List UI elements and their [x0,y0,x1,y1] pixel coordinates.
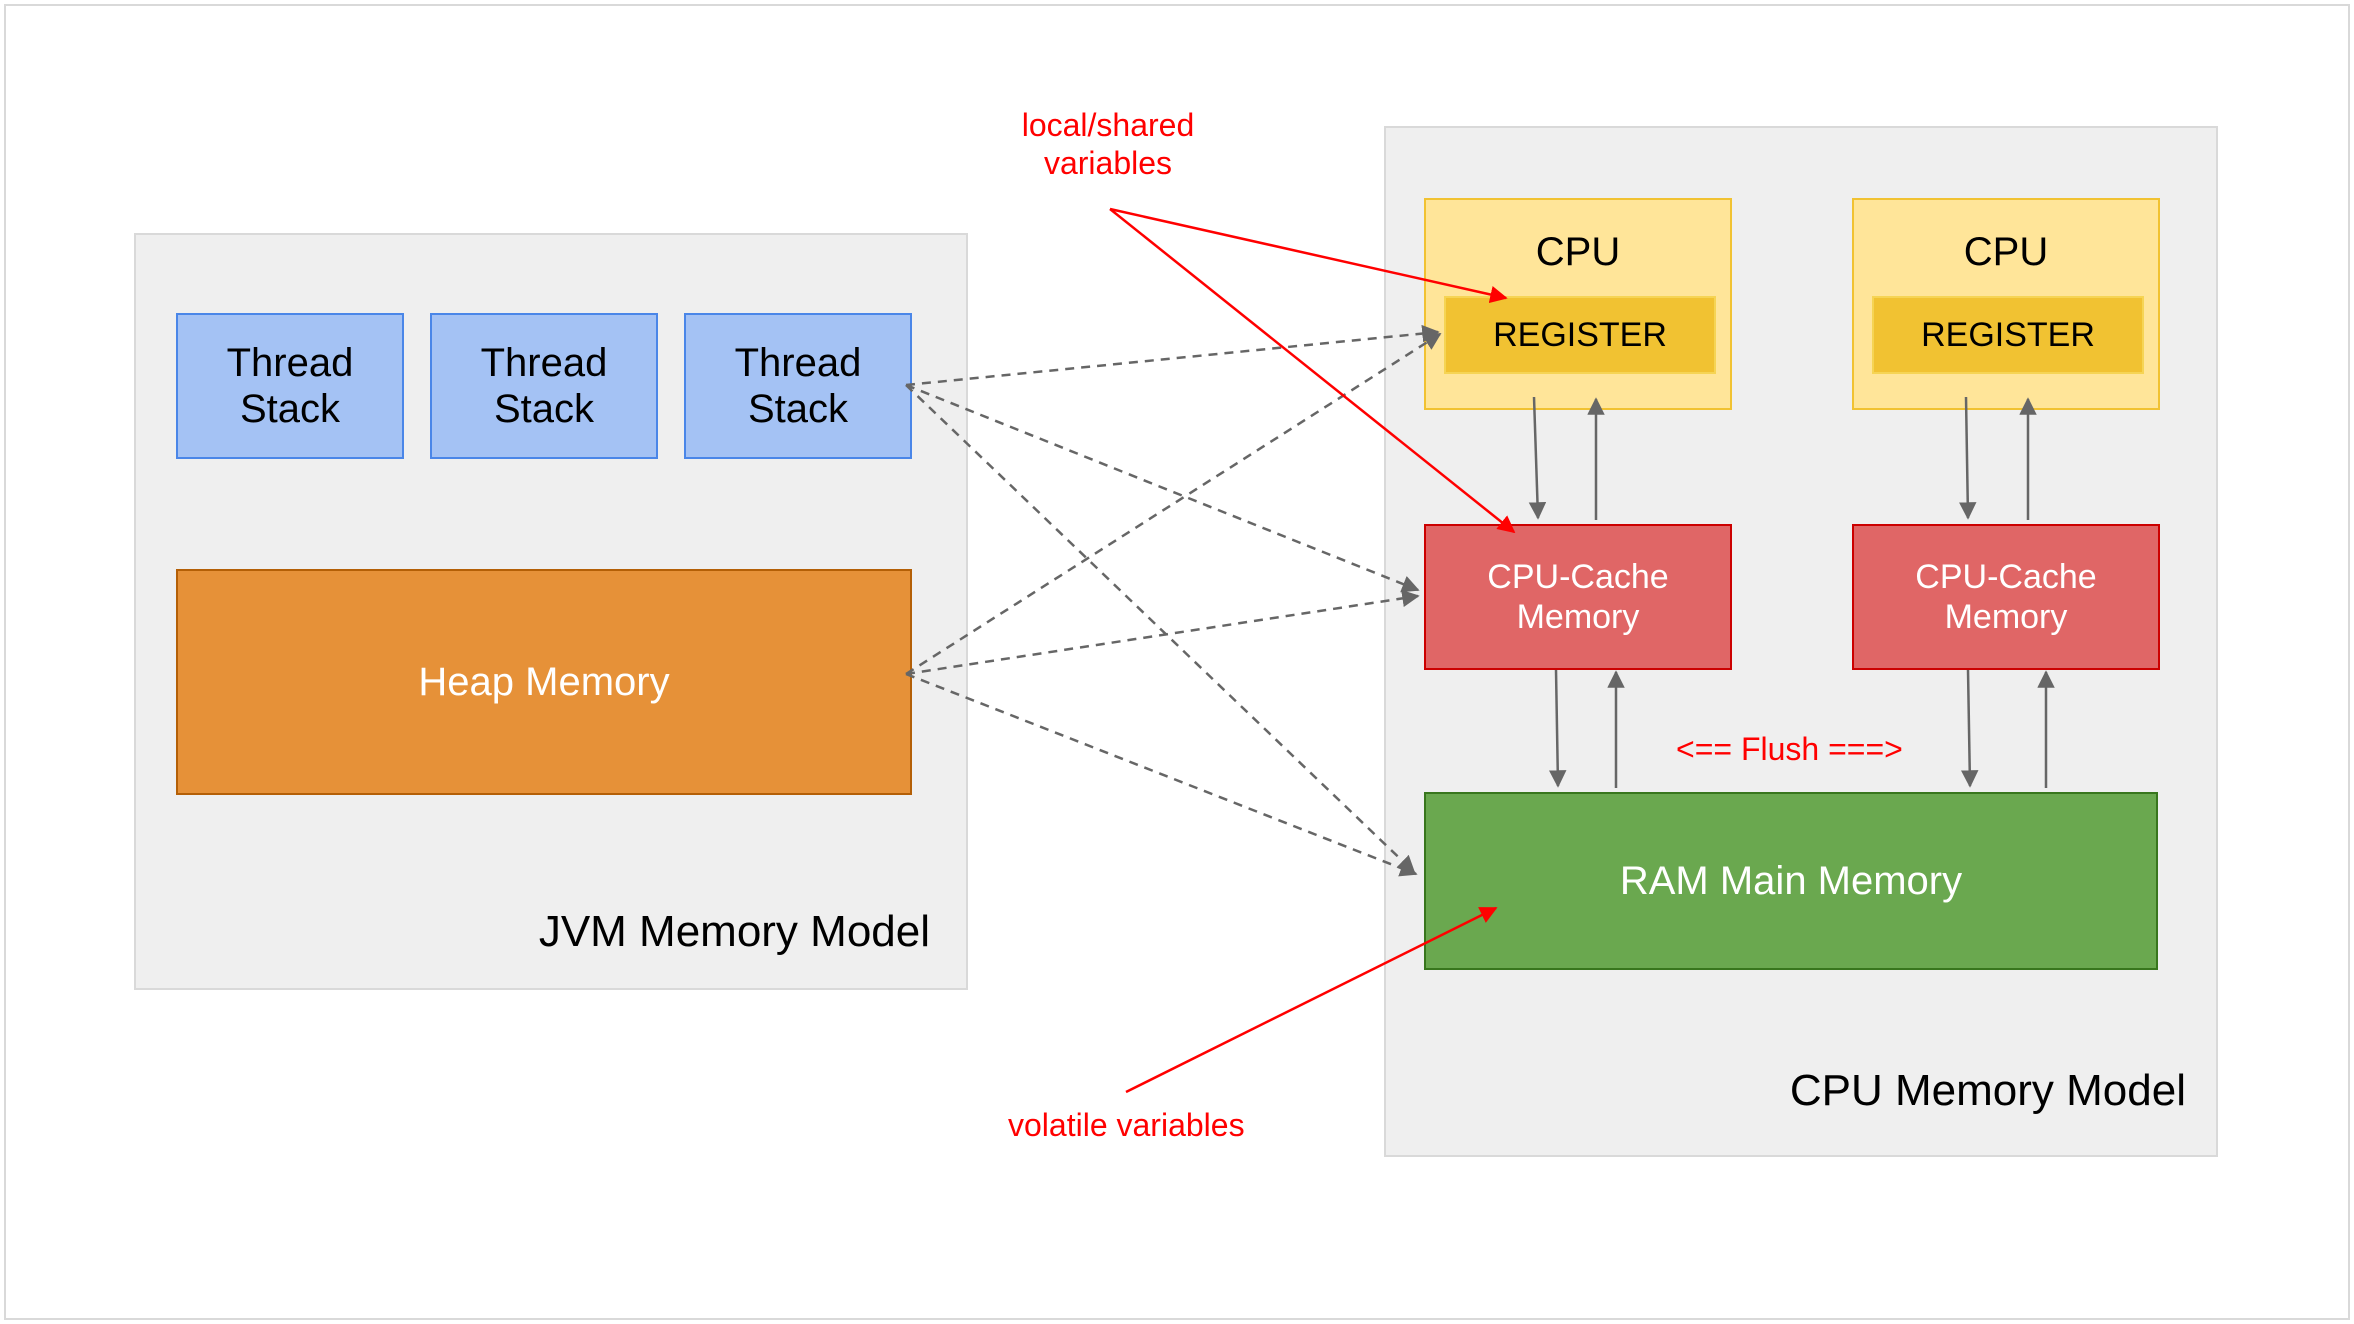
thread-stack-to-register-link [905,324,1440,387]
cpu-cache-box-1: CPU-Cache Memory [1424,524,1732,670]
volatile-variables-note: volatile variables [1008,1107,1245,1143]
jvm-memory-model-panel: Thread Stack Thread Stack Thread Stack H… [134,233,968,990]
cpu-cache-box-2: CPU-Cache Memory [1852,524,2160,670]
heap-memory-label: Heap Memory [418,659,670,704]
cpu-box-1: CPU REGISTER [1424,198,1732,410]
cpu-label: CPU [1535,230,1621,274]
diagram-canvas: Thread Stack Thread Stack Thread Stack H… [4,4,2350,1320]
flush-label: <== Flush ===> [1676,731,1903,767]
local-shared-to-cache-arrow [1109,208,1516,534]
thread-stack-3: Thread Stack [684,313,912,459]
register-label: REGISTER [1493,315,1667,354]
ram-main-memory-box: RAM Main Memory [1424,792,2158,970]
cache-to-ram-arrow [1548,669,1567,788]
register-to-cache-arrow [1958,396,1977,520]
thread-stack-to-ram-link [905,384,1416,874]
cpu-internal-links [1528,396,2055,788]
thread-stack-to-cache-link [905,383,1420,593]
heap-to-ram-link [905,672,1418,877]
register-label: REGISTER [1921,315,2095,354]
thread-stack-label: Thread Stack [480,341,608,431]
heap-memory-box: Heap Memory [176,569,912,795]
cache-to-ram-arrow [1960,669,1979,788]
jvm-to-cpu-dashed-links [905,324,1442,877]
cpu-box-2: CPU REGISTER [1852,198,2160,410]
local-shared-to-register-arrow [1109,207,1508,304]
thread-stack-label: Thread Stack [734,341,862,431]
register-box-1: REGISTER [1444,296,1716,374]
annotation-arrows [1109,207,1516,1094]
jvm-memory-model-title: JVM Memory Model [538,907,930,956]
heap-to-register-link [905,332,1442,676]
local-shared-variables-note: local/shared variables [1021,107,1195,181]
cpu-memory-model-panel: CPU REGISTER CPU REGISTER CPU-Cache Memo… [1384,126,2218,1157]
heap-to-cache-link [905,589,1420,676]
register-box-2: REGISTER [1872,296,2144,374]
connector-layer [905,207,2055,1094]
thread-stack-2: Thread Stack [430,313,658,459]
cpu-memory-model-title: CPU Memory Model [1789,1066,2186,1115]
thread-stack-1: Thread Stack [176,313,404,459]
thread-stack-label: Thread Stack [226,341,354,431]
cpu-label: CPU [1963,230,2049,274]
cpu-cache-label: CPU-Cache Memory [1915,558,2097,636]
ram-main-memory-label: RAM Main Memory [1619,858,1963,903]
cpu-cache-label: CPU-Cache Memory [1487,558,1669,636]
register-to-cache-arrow [1528,396,1547,520]
volatile-to-ram-arrow [1125,906,1498,1094]
